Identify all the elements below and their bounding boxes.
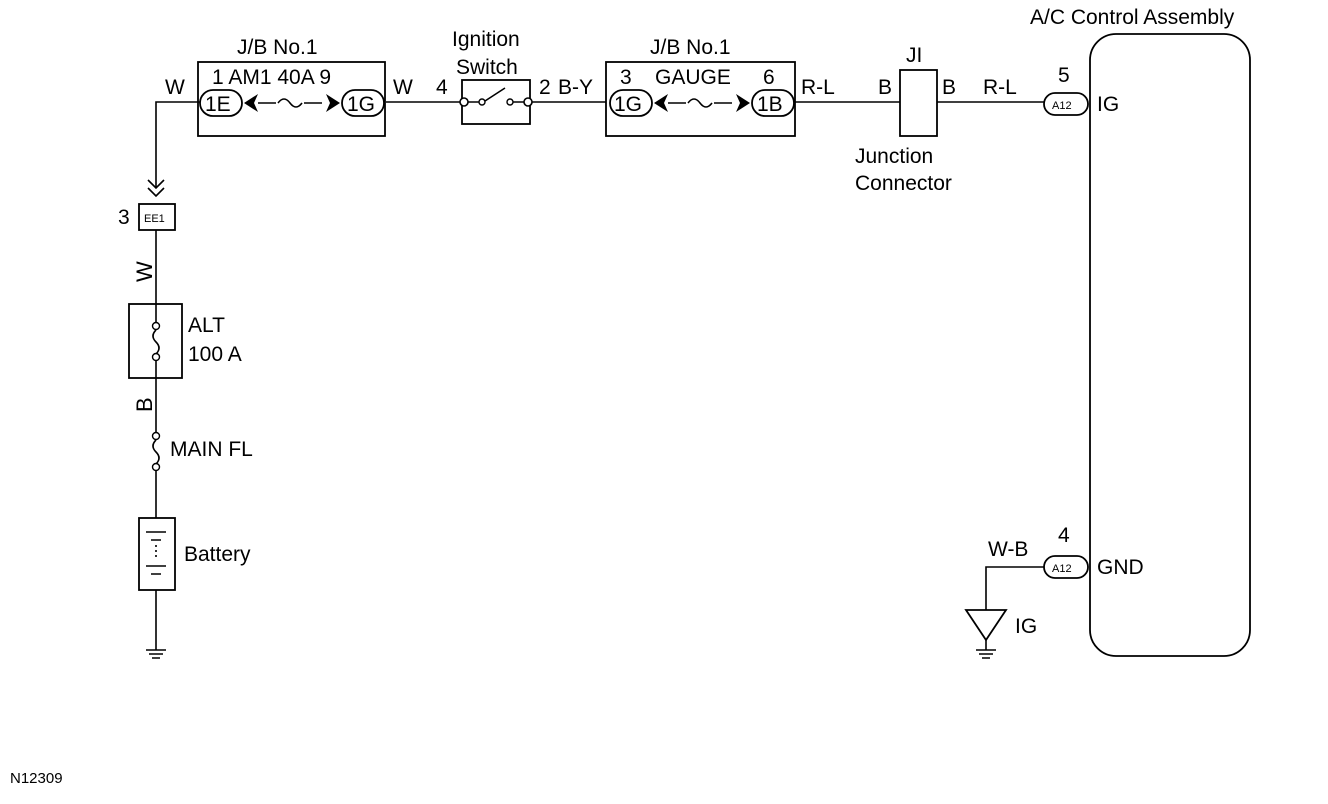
wire-label-w-mid: W [393,76,413,99]
wire-w-left [155,101,200,188]
jb-right-left-num: 3 [620,66,632,89]
jb-left-box [197,61,386,137]
ac-ig-pin-num: 5 [1058,64,1070,87]
junction-connector-box [899,69,938,137]
pin-1e [199,89,243,117]
jb-left-title: J/B No.1 [237,36,318,59]
wire-label-w-b: W-B [988,538,1028,561]
alt-fuse-rating: 100 A [188,343,242,366]
fuse-element-icon [152,329,160,355]
left-power-circuit: 3 EE1 W ALT 100 A B MAIN FL Battery [118,179,253,659]
jb-right-fuse-name: GAUGE [655,66,731,89]
ac-control-box [1089,33,1251,657]
jb-right-right-num: 6 [763,66,775,89]
ground-icon [976,640,996,659]
ground-ig: IG [964,566,1044,659]
wire-labels: W W B-Y R-L R-L W-B [165,76,1028,561]
junction-connector: JI B B Junction Connector [855,44,956,195]
pin-1g-right [609,89,653,117]
battery-icon [146,531,166,541]
junction-block-right: J/B No.1 3 GAUGE 6 1G 1B [605,36,796,137]
ac-gnd-terminal: GND [1097,556,1144,579]
ignition-title-1: Ignition [452,28,520,51]
connector-ee1-label: EE1 [144,213,165,225]
ignition-title-2: Switch [456,56,518,79]
wire-label-r-l-1: R-L [801,76,835,99]
wire-w-vertical-label: W [132,261,157,282]
pin-1g-right-label: 1G [614,93,642,116]
fuse-element-icon [687,98,713,108]
junction-right-wire: B [942,76,956,99]
junction-label-2: Connector [855,172,952,195]
pin-1g-left [341,89,385,117]
junction-left-wire: B [878,76,892,99]
jb-right-box [605,61,796,137]
ac-ig-terminal: IG [1097,93,1119,116]
connector-a12-ig [1043,92,1089,116]
jb-left-fuse-label: 1 AM1 40A 9 [212,66,331,89]
terminal-arrow-icon [736,94,750,112]
junction-block-left: J/B No.1 1 AM1 40A 9 1E 1G [197,36,386,137]
fuse-element-icon [152,439,160,465]
ac-control-title: A/C Control Assembly [1030,6,1235,29]
ignition-pin-out: 2 [539,76,551,99]
battery-box [138,517,176,591]
top-wire-run [155,101,1044,188]
ground-icon [146,649,166,659]
pin-1g-left-label: 1G [347,93,375,116]
ground-ig-label: IG [1015,615,1037,638]
ignition-pin-in: 4 [436,76,448,99]
terminal-arrow-icon [244,94,258,112]
pin-1b [751,89,795,117]
wire-w-b [985,566,1044,610]
alt-fuse-name: ALT [188,314,225,337]
wire-label-b-y: B-Y [558,76,593,99]
junction-id: JI [906,44,922,67]
connector-arrow-icon [147,179,165,198]
ac-gnd-pin-num: 4 [1058,524,1070,547]
main-fuse-name: MAIN FL [170,438,253,461]
terminal-arrow-icon [654,94,668,112]
connector-a12-gnd-label: A12 [1052,563,1072,575]
pin-1e-label: 1E [205,93,231,116]
switch-contact-icon [468,87,524,103]
ac-control-assembly: A/C Control Assembly 5 A12 IG 4 A12 GND [1030,6,1251,657]
connector-a12-ig-label: A12 [1052,100,1072,112]
wire-label-w-left: W [165,76,185,99]
ground-triangle-icon [964,609,1008,642]
jb-right-title: J/B No.1 [650,36,731,59]
pin-1b-label: 1B [757,93,783,116]
junction-label-1: Junction [855,145,933,168]
connector-ee1 [138,203,176,231]
ignition-switch: Ignition Switch 4 2 [436,28,551,125]
terminal-arrow-icon [326,94,340,112]
wire-label-r-l-2: R-L [983,76,1017,99]
figure-id: N12309 [10,770,63,787]
ee1-pin: 3 [118,206,130,229]
fuse-element-icon [277,98,303,108]
wire-b-vertical-label: B [132,397,157,412]
battery-label: Battery [184,543,251,566]
